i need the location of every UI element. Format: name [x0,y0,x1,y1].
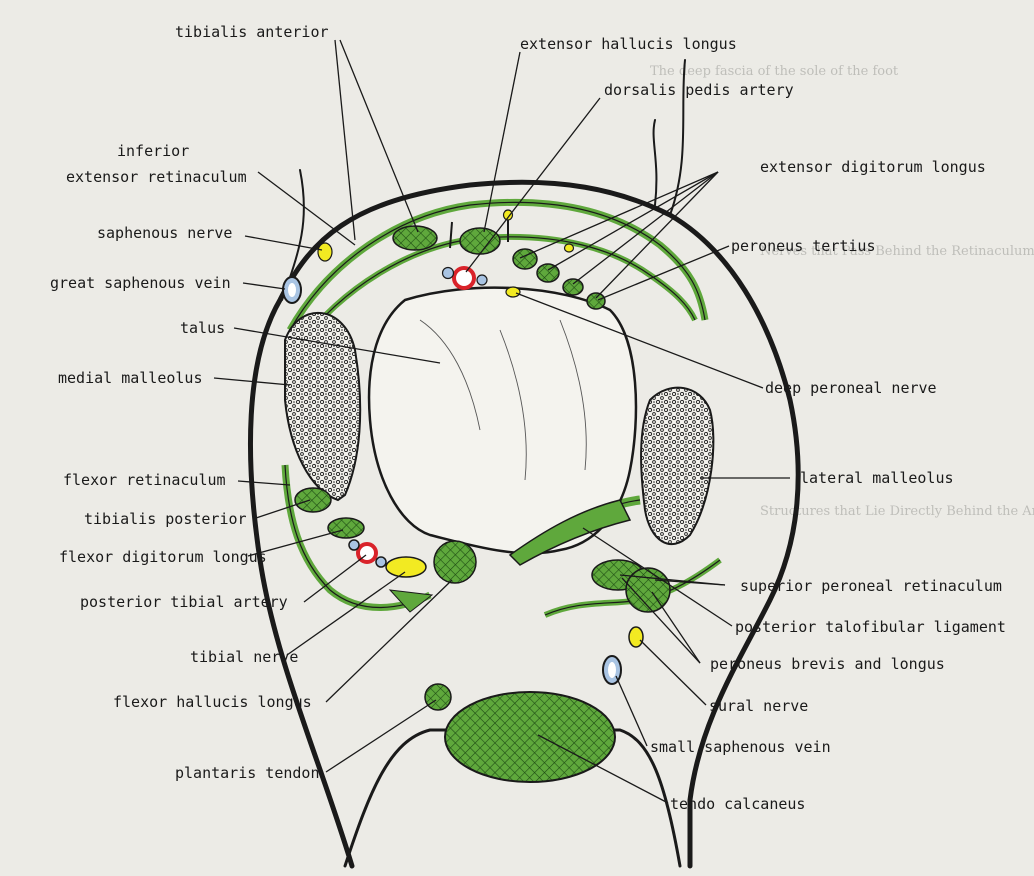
peroneus-tertius-tendon [587,293,605,309]
label-extensor-retinaculum: extensor retinaculum [66,168,247,186]
label-flexor-retinaculum: flexor retinaculum [63,471,226,489]
label-flexor-hallucis-longus: flexor hallucis longus [113,693,312,711]
posterior-tibial-vein-2 [376,557,386,567]
lateral-malleolus-bone [641,388,713,544]
label-saphenous-nerve: saphenous nerve [97,224,232,242]
label-extensor-hallucis-longus: extensor hallucis longus [520,35,737,53]
label-flexor-digitorum-longus: flexor digitorum longus [59,548,267,566]
background-text-1: The deep fascia of the sole of the foot [650,64,899,79]
label-peroneus-brevis-and-longus: peroneus brevis and longus [710,655,945,673]
deep-peroneal-nerve-mark [506,287,520,297]
label-deep-peroneal-nerve: deep peroneal nerve [765,379,937,397]
label-posterior-tibial-artery: posterior tibial artery [80,593,288,611]
plantaris-tendon-mark [425,684,451,710]
label-small-saphenous-vein: small saphenous vein [650,738,831,756]
bones [285,288,713,554]
sural-nerve-mark [629,627,643,647]
label-lateral-malleolus: lateral malleolus [800,469,954,487]
vena-comitans-2 [477,275,487,285]
label-tendo-calcaneus: tendo calcaneus [670,795,805,813]
label-sural-nerve: sural nerve [709,697,808,715]
flexor-digitorum-longus-tendon [328,518,364,538]
tibialis-anterior-tendon [393,226,437,250]
superficial-nerve-2 [565,244,574,252]
posterior-tibial-vein-1 [349,540,359,550]
flexor-hallucis-longus-tendon [434,541,476,583]
medial-malleolus-bone [285,313,360,500]
label-medial-malleolus: medial malleolus [58,369,203,387]
label-dorsalis-pedis-artery: dorsalis pedis artery [604,81,794,99]
label-great-saphenous-vein: great saphenous vein [50,274,231,292]
label-inferior: inferior [117,142,189,160]
extensor-digitorum-tendon-2 [537,264,559,282]
dorsalis-pedis-artery-mark [454,268,474,288]
label-plantaris-tendon: plantaris tendon [175,764,320,782]
label-tibialis-posterior: tibialis posterior [84,510,247,528]
background-text-3: Structures that Lie Directly Behind the … [760,504,1034,519]
extensor-digitorum-tendon-3 [563,279,583,295]
label-talus: talus [180,319,225,337]
label-tibialis-anterior: tibialis anterior [175,23,329,41]
label-superior-peroneal-retinaculum: superior peroneal retinaculum [740,577,1002,595]
label-tibial-nerve: tibial nerve [190,648,298,666]
label-extensor-digitorum-longus: extensor digitorum longus [760,158,986,176]
tibialis-posterior-tendon [295,488,331,512]
tendo-calcaneus-mark [445,692,615,782]
label-posterior-talofibular-ligament: posterior talofibular ligament [735,618,1006,636]
vena-comitans-1 [443,268,454,279]
saphenous-nerve-mark [318,243,332,261]
label-peroneus-tertius: peroneus tertius [731,237,876,255]
extensor-hallucis-longus-tendon [460,228,500,254]
tibial-nerve-mark [386,557,426,577]
